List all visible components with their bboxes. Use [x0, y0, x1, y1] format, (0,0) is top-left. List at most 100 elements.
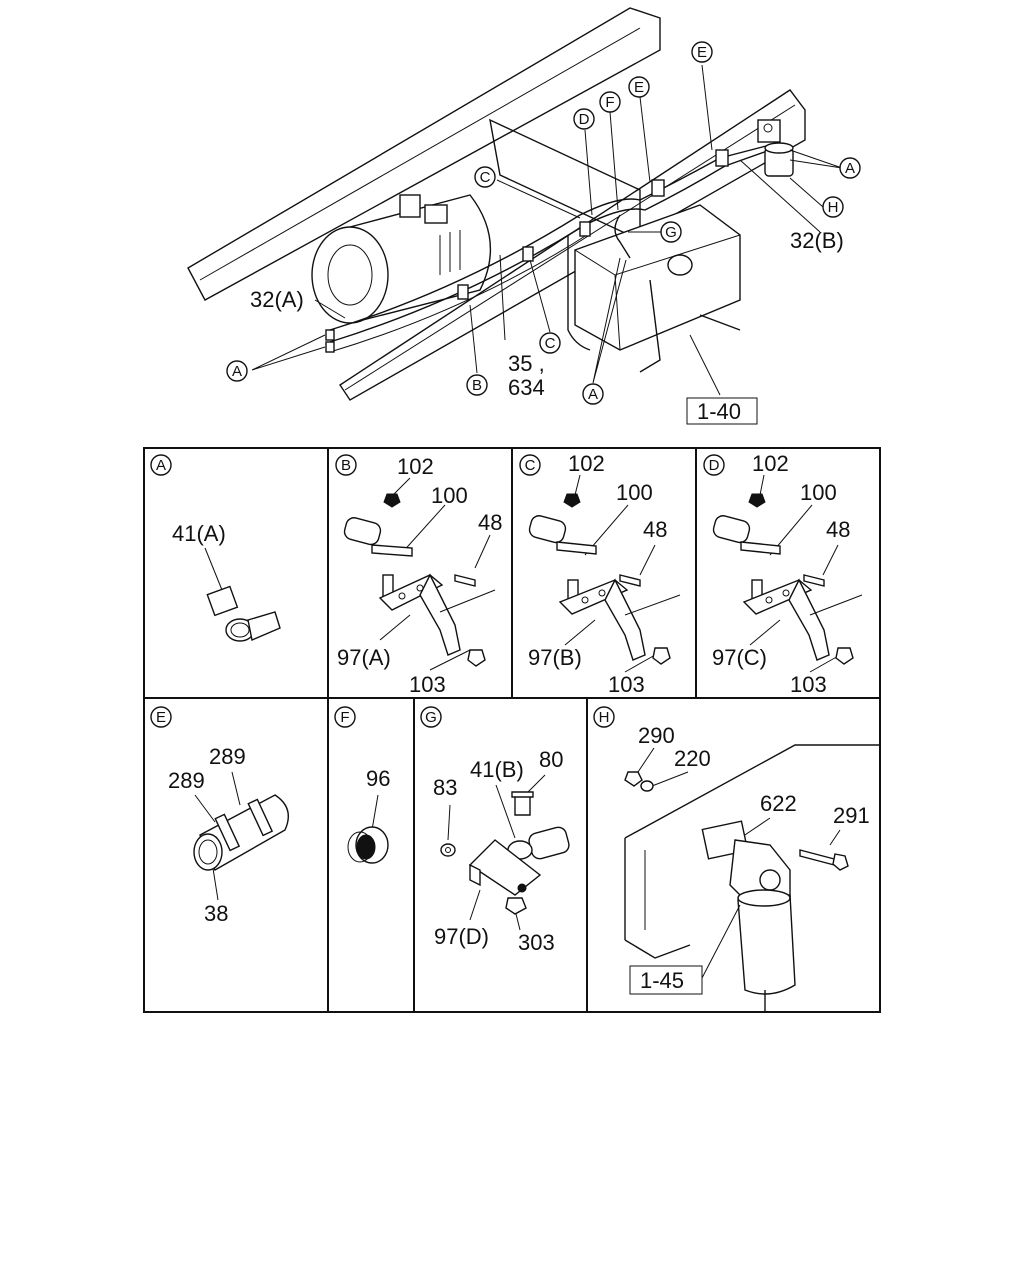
svg-text:G: G [425, 709, 437, 726]
ref-box-1-45 [629, 965, 703, 995]
part-289-label-left: 289 [168, 768, 205, 793]
panel-b-letter: B [335, 454, 357, 476]
bracket-assembly-g [440, 791, 570, 915]
svg-text:B: B [472, 377, 482, 394]
callout-B: B [466, 374, 488, 396]
svg-text:A: A [232, 363, 242, 380]
panel-a: A 41(A) [150, 454, 281, 642]
callout-A-right: A [839, 157, 861, 179]
part-96-label: 96 [366, 766, 390, 791]
part-100-label: 100 [800, 480, 837, 505]
svg-text:C: C [525, 457, 536, 474]
part-100-label: 100 [431, 483, 468, 508]
part-48-label: 48 [826, 517, 850, 542]
panel-d: D 102 100 48 97(C) 103 [703, 451, 863, 697]
svg-text:A: A [156, 457, 166, 474]
part-48-label: 48 [643, 517, 667, 542]
callout-F: F [599, 91, 621, 113]
callout-A-left: A [226, 360, 248, 382]
panel-h-letter: H [593, 706, 615, 728]
part-100-label: 100 [616, 480, 653, 505]
part-38-label: 38 [204, 901, 228, 926]
part-102-label: 102 [397, 454, 434, 479]
panel-c-letter: C [519, 454, 541, 476]
svg-text:E: E [156, 709, 166, 726]
panel-c: C 102 100 48 97(B) 103 [519, 451, 681, 697]
svg-text:C: C [545, 335, 556, 352]
hose-clamp-41a [206, 585, 281, 642]
part-97a-label: 97(A) [337, 645, 391, 670]
svg-text:A: A [588, 386, 598, 403]
callout-C-upper: C [474, 166, 496, 188]
panel-h: H 290 220 622 291 1-45 [593, 706, 880, 1012]
callout-G: G [660, 221, 682, 243]
fuel-tank [567, 204, 741, 373]
part-220-label: 220 [674, 746, 711, 771]
clip-a2 [325, 341, 335, 353]
svg-text:G: G [665, 224, 677, 241]
svg-text:A: A [845, 160, 855, 177]
fuel-filter-small [757, 119, 794, 177]
panel-d-letter: D [703, 454, 725, 476]
svg-text:D: D [709, 457, 720, 474]
svg-text:B: B [341, 457, 351, 474]
cross-member [489, 118, 641, 242]
clip-c [522, 246, 534, 262]
svg-text:E: E [634, 79, 644, 96]
clip-a1 [325, 329, 335, 341]
panel-g: G 41(B) 80 83 97(D) 303 [420, 706, 570, 955]
label-32b: 32(B) [790, 228, 844, 253]
part-97b-label: 97(B) [528, 645, 582, 670]
callout-H: H [822, 196, 844, 218]
part-83-label: 83 [433, 775, 457, 800]
panel-g-letter: G [420, 706, 442, 728]
label-634: 634 [508, 375, 545, 400]
label-35: 35 , [508, 351, 545, 376]
panel-e: E 289 289 38 [150, 706, 289, 926]
grommet-96 [347, 826, 389, 864]
svg-text:E: E [697, 44, 707, 61]
svg-text:F: F [340, 709, 349, 726]
callout-D: D [573, 108, 595, 130]
svg-text:D: D [579, 111, 590, 128]
frame-rail-upper [187, 7, 661, 301]
part-41a-label: 41(A) [172, 521, 226, 546]
part-1-45-label: 1-45 [640, 968, 684, 993]
part-103-label: 103 [409, 672, 446, 697]
washers-h [624, 771, 654, 792]
part-289-label-top: 289 [209, 744, 246, 769]
overview-illustration: A B C C D F E E G A A H 32(A) 35 , 634 3… [187, 7, 861, 425]
part-97c-label: 97(C) [712, 645, 767, 670]
label-32a: 32(A) [250, 287, 304, 312]
callout-E-mid: E [628, 76, 650, 98]
part-41b-label: 41(B) [470, 757, 524, 782]
bracket-assembly-d [712, 474, 863, 673]
detail-grid [143, 447, 881, 1013]
part-102-label: 102 [752, 451, 789, 476]
part-80-label: 80 [539, 747, 563, 772]
callout-C-lower: C [539, 332, 561, 354]
frame-rail-lower [339, 89, 806, 401]
frame-section-h [624, 744, 880, 959]
panel-a-letter: A [150, 454, 172, 476]
clip-e [651, 179, 665, 197]
part-103-label: 103 [608, 672, 645, 697]
panel-e-letter: E [150, 706, 172, 728]
panel-f: F 96 [334, 706, 390, 864]
panel-b: B 102 100 48 97(A) 103 [335, 454, 502, 697]
clip-e2 [715, 149, 729, 167]
panel-f-letter: F [334, 706, 356, 728]
svg-text:H: H [599, 709, 610, 726]
fuel-filter-h [701, 820, 849, 1012]
fuel-tank-cylinder [311, 194, 492, 324]
part-291-label: 291 [833, 803, 870, 828]
bracket-assembly-c [528, 474, 681, 673]
part-103-label: 103 [790, 672, 827, 697]
clip-c2 [579, 221, 591, 237]
fuel-lines [329, 144, 771, 353]
part-622-label: 622 [760, 791, 797, 816]
part-303-label: 303 [518, 930, 555, 955]
part-290-label: 290 [638, 723, 675, 748]
bracket-assembly-b [343, 477, 496, 671]
